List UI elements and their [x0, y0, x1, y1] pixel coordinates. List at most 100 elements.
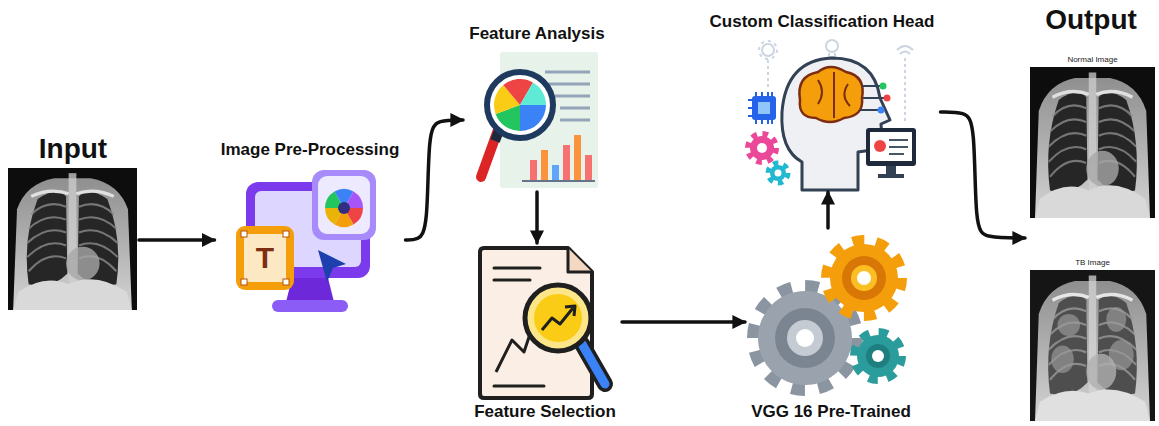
magnifier-inner [534, 294, 582, 342]
photo-card [312, 170, 376, 240]
handle-square [241, 279, 247, 285]
pointer-cursor [318, 250, 346, 282]
gear-ring [866, 344, 890, 368]
wheel-center [338, 202, 350, 214]
faint-wifi [897, 46, 913, 54]
chart-bar [541, 150, 548, 180]
gear-teeth [748, 134, 776, 162]
magnifier-handle [582, 344, 605, 384]
faint-gear-teeth [759, 41, 777, 59]
gears-icon [753, 240, 902, 390]
monitor-base [272, 300, 348, 312]
chart-bar [552, 165, 559, 180]
chart-axis [522, 180, 595, 182]
monitor-stand [886, 166, 896, 174]
gear-hole [857, 271, 871, 285]
chart-bar [585, 155, 592, 180]
flow-arrow [622, 320, 745, 324]
gear-body [750, 136, 774, 160]
gear-teeth [768, 163, 788, 183]
gear-body [758, 291, 852, 385]
label-anchor: T [256, 243, 274, 273]
handle-square [283, 231, 289, 237]
faint-bulb [826, 40, 838, 52]
gear-body [830, 244, 898, 312]
stage-title: Feature Analysis [469, 24, 604, 44]
normal-xray [1030, 67, 1155, 218]
magnifier-handle-outline [582, 344, 605, 384]
monitor-base [878, 174, 904, 178]
photo-card-inner [318, 176, 370, 234]
document-lines [494, 268, 540, 280]
analysis-icon [481, 52, 598, 188]
circuit-dot [880, 83, 887, 90]
analysis-stage: Feature Analysis [463, 24, 611, 192]
flow-arrow [535, 192, 539, 243]
text-tool-inner [244, 234, 286, 282]
document-sheet [480, 248, 592, 398]
document-fold [568, 248, 592, 272]
faint-bulb-base [829, 53, 835, 57]
brain-folds [818, 72, 850, 118]
stage-title: Custom Classification Head [710, 12, 935, 32]
chip-body [752, 96, 776, 120]
selection-stage: Feature Selection [468, 243, 622, 422]
gear-ring [775, 308, 835, 368]
text-tool-box [236, 226, 294, 290]
gear-hole [796, 329, 814, 347]
selection-icon [480, 248, 605, 398]
faint-gear [762, 44, 774, 56]
magnifier-lens [487, 72, 553, 138]
screen-brain [874, 140, 886, 152]
flow-arrow [139, 238, 215, 242]
gear-hole [775, 170, 782, 177]
gear-ring [842, 256, 886, 300]
stage-title: Input [39, 133, 107, 165]
classifier-stage: Custom Classification Head [704, 12, 941, 192]
document-baseline [494, 385, 544, 388]
monitor-screen [870, 132, 912, 161]
circuit-lines [860, 86, 884, 110]
stage-title: VGG 16 Pre-Trained [751, 402, 911, 422]
pie-slice [520, 105, 546, 131]
image-caption: TB Image [1075, 258, 1110, 267]
gear-hub [851, 265, 877, 291]
stage-title: Image Pre-Processing [221, 140, 400, 160]
circuit-dot [878, 107, 885, 114]
brain-shape [799, 67, 862, 122]
stage-title: Output [1045, 4, 1137, 36]
trend-arrow [565, 306, 575, 316]
chart-bar [574, 135, 581, 180]
trend-line [542, 308, 573, 330]
chip-core [758, 102, 770, 114]
icon-letter: T [256, 243, 274, 273]
color-wheel [325, 189, 363, 227]
gear-body [770, 165, 786, 181]
gear-teeth [854, 332, 902, 380]
output-stage: OutputNormal Image TB Image [1025, 4, 1157, 422]
chart-bar [530, 160, 537, 180]
gear-body [857, 335, 899, 377]
handle-square [241, 231, 247, 237]
gear-hole [872, 350, 884, 362]
screen-lines [889, 140, 908, 154]
stage-title: Feature Selection [474, 402, 616, 422]
preprocessing-icon [236, 170, 376, 312]
input-stage: Input [7, 133, 139, 312]
handle-square [283, 279, 289, 285]
pie-slice [520, 82, 546, 105]
flow-arrow [406, 120, 464, 240]
tb-xray [1030, 270, 1155, 421]
image-caption: Normal Image [1067, 55, 1117, 64]
input-xray [8, 168, 137, 310]
head-silhouette [782, 58, 890, 190]
output-image: TB Image [1030, 258, 1155, 421]
gear-hole [757, 143, 767, 153]
preprocessing-stage: Image Pre-Processing [215, 140, 406, 322]
magnifier-lens [525, 285, 591, 351]
